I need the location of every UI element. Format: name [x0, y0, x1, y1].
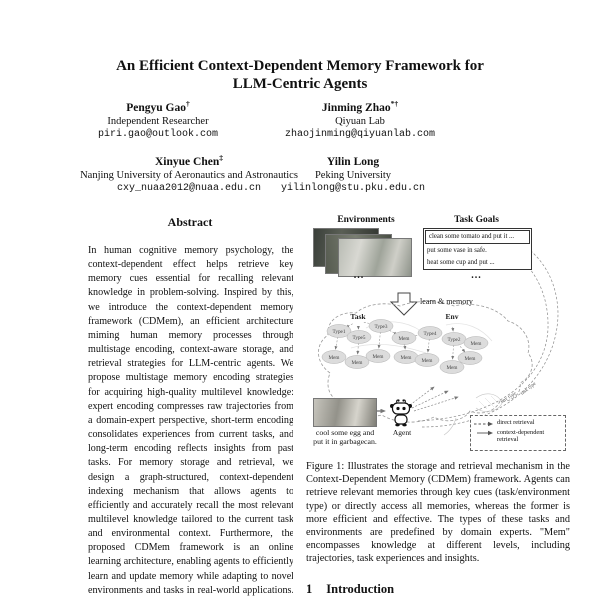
task-goal-item: clean some tomato and put it ...: [425, 230, 530, 244]
author-affiliation: Peking University: [314, 169, 392, 181]
legend-direct-label: direct retrieval: [497, 419, 535, 426]
author-sup: †: [186, 99, 190, 108]
brain-node: [441, 332, 467, 346]
author-block-1: Pengyu Gao† Independent Researcher piri.…: [8, 97, 308, 141]
dashed-arrow-icon: [474, 421, 493, 426]
author-affiliation: Qiyuan Lab: [335, 115, 385, 127]
abstract-text: In human cognitive memory psychology, th…: [88, 245, 293, 600]
brain-node-label: Mem: [352, 360, 363, 366]
task-goal-item: heat some cup and put ...: [427, 259, 495, 266]
brain-node-label: Mem: [447, 365, 458, 371]
brain-node-label: Mem: [422, 358, 433, 364]
author-name: Yilin Long: [326, 155, 380, 168]
brain-node: [326, 324, 352, 338]
section-title: Introduction: [326, 582, 395, 596]
brain-task-label: Task: [350, 312, 366, 321]
brain-node-label: Mem: [329, 355, 340, 361]
author-block-4: Yilin Long Peking University yilinlong@s…: [203, 151, 503, 195]
brain-node-label: Mem: [471, 341, 482, 347]
legend-context-label: context-dependent retrieval: [497, 428, 545, 444]
author-sup: ‡: [219, 153, 223, 162]
author-affiliation: Nanjing University of Aeronautics and As…: [80, 169, 298, 181]
brain-node: [368, 319, 394, 333]
brain-node-label: Type3: [375, 324, 388, 330]
brain-diagram: env type task type Task Env Type1Type3Ty…: [318, 229, 559, 436]
author-name: Pengyu Gao†: [126, 99, 190, 114]
brain-node-label: Type5: [353, 335, 366, 341]
brain-node-label: Type1: [333, 329, 346, 335]
figure-legend: direct retrieval context-dependent retri…: [470, 415, 566, 451]
brain-node: [457, 351, 483, 365]
brain-node-label: Mem: [465, 356, 476, 362]
paper-title: An Efficient Context-Dependent Memory Fr…: [0, 57, 600, 93]
agent-environment-screenshot: [313, 398, 377, 427]
author-email: piri.gao@outlook.com: [97, 128, 219, 140]
task-goal-item: put some vase in safe.: [427, 247, 487, 254]
task-goals-ellipsis: ...: [471, 270, 482, 281]
down-arrow-icon: [389, 292, 419, 316]
brain-node-label: Mem: [399, 336, 410, 342]
abstract-heading: Abstract: [167, 215, 213, 229]
brain-outline: [318, 301, 533, 423]
brain-node-label: Type2: [448, 337, 461, 343]
author-block-2: Jinming Zhao*† Qiyuan Lab zhaojinming@qi…: [210, 97, 510, 141]
brain-node: [463, 336, 489, 350]
agent-label: Agent: [392, 428, 412, 437]
legend-direct-retrieval: direct retrieval: [474, 419, 563, 427]
author-email: cxy_nuaa2012@nuaa.edu.cn: [116, 182, 262, 194]
paper-title-line2: LLM-Centric Agents: [232, 76, 368, 92]
figure-caption: Figure 1: Illustrates the storage and re…: [306, 461, 570, 565]
legend-context-retrieval: context-dependent retrieval: [474, 429, 563, 444]
task-goals-box: clean some tomato and put it ... put som…: [423, 228, 532, 270]
author-sup: *†: [390, 99, 399, 108]
brain-nodes: Type1Type3Type5MemMemMemMemMemType4MemTy…: [321, 319, 489, 374]
brain-node: [321, 350, 347, 364]
author-email: yilinlong@stu.pku.edu.cn: [280, 182, 426, 194]
brain-node: [439, 360, 465, 374]
brain-node: [417, 326, 443, 340]
brain-node-label: Mem: [401, 355, 412, 361]
section-heading-introduction: 1 Introduction: [306, 582, 394, 597]
paper-title-line1: An Efficient Context-Dependent Memory Fr…: [116, 58, 484, 74]
learn-memory-label: learn & memory: [420, 297, 473, 306]
brain-node-label: Mem: [373, 354, 384, 360]
section-number: 1: [306, 582, 313, 596]
agent-task-text: cool some egg and put it in garbagecan.: [313, 428, 377, 446]
agent-robot-icon: [390, 399, 412, 427]
left-column: Abstract In human cognitive memory psych…: [60, 213, 293, 600]
author-affiliation: Independent Researcher: [107, 115, 209, 127]
environment-screenshot-front: [338, 238, 412, 277]
brain-env-label: Env: [446, 312, 459, 321]
brain-node: [365, 349, 391, 363]
brain-node: [344, 355, 370, 369]
author-name: Jinming Zhao*†: [321, 99, 399, 114]
environments-label: Environments: [337, 215, 395, 225]
brain-node: [346, 330, 372, 344]
author-block-3: Xinyue Chen‡ Nanjing University of Aeron…: [39, 151, 339, 195]
task-goals-label: Task Goals: [454, 215, 499, 225]
solid-arrow-icon: [477, 430, 493, 436]
brain-node: [391, 331, 417, 345]
brain-node: [414, 353, 440, 367]
author-name: Xinyue Chen‡: [155, 153, 223, 168]
brain-node-label: Type4: [424, 331, 437, 337]
environments-ellipsis: ...: [353, 270, 365, 281]
author-email: zhaojinming@qiyuanlab.com: [284, 128, 436, 140]
